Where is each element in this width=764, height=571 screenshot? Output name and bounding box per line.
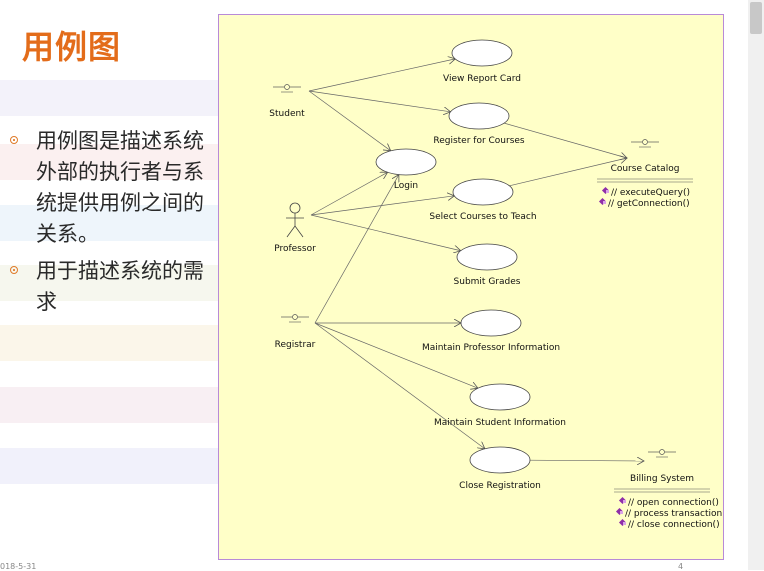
actor-mini-icon <box>273 84 301 93</box>
association-line <box>310 196 454 216</box>
operation-icon <box>598 197 607 206</box>
actor-label: Student <box>269 109 305 119</box>
use-case-maintain-professor-information: Maintain Professor Information <box>422 309 560 353</box>
association-line <box>310 172 388 216</box>
association-line <box>314 175 399 324</box>
use-case-login: Login <box>375 148 437 191</box>
bullet-icon <box>10 266 18 274</box>
use-case-submit-grades: Submit Grades <box>454 243 521 287</box>
operation-icon <box>615 507 624 516</box>
actor-stick-figure-icon <box>286 202 304 238</box>
use-case-ellipse <box>375 148 437 176</box>
actor-label: Professor <box>274 244 316 254</box>
use-case-label: Select Courses to Teach <box>429 212 536 222</box>
use-case-label: Submit Grades <box>454 277 521 287</box>
actor-course-catalog: Course Catalog // executeQuery()// getCon… <box>597 139 693 209</box>
use-case-ellipse <box>469 383 531 411</box>
operation-icon <box>601 186 610 195</box>
use-case-label: Maintain Professor Information <box>422 343 560 353</box>
association-line <box>310 214 461 251</box>
bullet-text: 用例图是描述系统外部的执行者与系统提供用例之间的关系。 <box>36 129 204 246</box>
operation-icon <box>618 496 627 505</box>
bullet-list: 用例图是描述系统外部的执行者与系统提供用例之间的关系。 用于描述系统的需求 <box>10 126 210 324</box>
use-case-label: Close Registration <box>459 481 541 491</box>
use-case-ellipse <box>469 446 531 474</box>
use-case-view-report-card: View Report Card <box>443 39 521 84</box>
operation-label: // getConnection() <box>608 199 690 209</box>
actor-mini-icon <box>648 449 676 458</box>
use-case-register-for-courses: Register for Courses <box>433 102 525 146</box>
use-case-ellipse <box>452 178 514 206</box>
actor-label: Billing System <box>630 474 694 484</box>
operation-label: // executeQuery() <box>611 188 690 198</box>
use-case-label: Maintain Student Information <box>434 418 566 428</box>
operation-label: // process transaction() <box>625 509 723 519</box>
operation-label: // close connection() <box>628 520 720 530</box>
footer-date: 018-5-31 <box>0 562 37 571</box>
actor-mini-icon <box>631 139 659 148</box>
use-case-ellipse <box>456 243 518 271</box>
association-line <box>314 322 485 449</box>
use-case-close-registration: Close Registration <box>459 446 541 491</box>
association-lines <box>308 59 644 461</box>
use-case-label: Register for Courses <box>433 136 525 146</box>
bullet-text: 用于描述系统的需求 <box>36 259 204 314</box>
bullet-item: 用例图是描述系统外部的执行者与系统提供用例之间的关系。 <box>10 126 210 250</box>
operation-icon <box>618 518 627 527</box>
bullet-icon <box>10 136 18 144</box>
actor-mini-icon <box>281 314 309 323</box>
use-case-select-courses-to-teach: Select Courses to Teach <box>429 178 537 222</box>
use-case-label: Login <box>394 181 418 191</box>
slide-background-stripes <box>0 0 218 570</box>
association-line <box>308 90 391 151</box>
use-case-label: View Report Card <box>443 74 521 84</box>
use-case-ellipse <box>460 309 522 337</box>
association-line <box>308 59 455 92</box>
use-case-maintain-student-information: Maintain Student Information <box>434 383 566 428</box>
scrollbar-thumb[interactable] <box>750 2 762 34</box>
use-case-ellipse <box>451 39 513 67</box>
operation-label: // open connection() <box>628 498 719 508</box>
actor-professor: Professor <box>274 202 316 254</box>
actor-label: Registrar <box>275 340 316 350</box>
actor-registrar: Registrar <box>275 314 316 350</box>
association-line <box>509 158 627 187</box>
actor-billing-system: Billing System // open connection()// pro… <box>614 449 723 530</box>
use-case-ellipse <box>448 102 510 130</box>
slide-title: 用例图 <box>22 28 122 66</box>
actor-student: Student <box>269 84 305 119</box>
association-line <box>529 460 644 461</box>
association-line <box>308 90 451 112</box>
actor-label: Course Catalog <box>611 164 680 174</box>
association-line <box>504 122 627 158</box>
association-line <box>314 322 478 388</box>
vertical-scrollbar[interactable] <box>748 0 764 570</box>
bullet-item: 用于描述系统的需求 <box>10 256 210 318</box>
page-number: 4 <box>678 562 684 571</box>
